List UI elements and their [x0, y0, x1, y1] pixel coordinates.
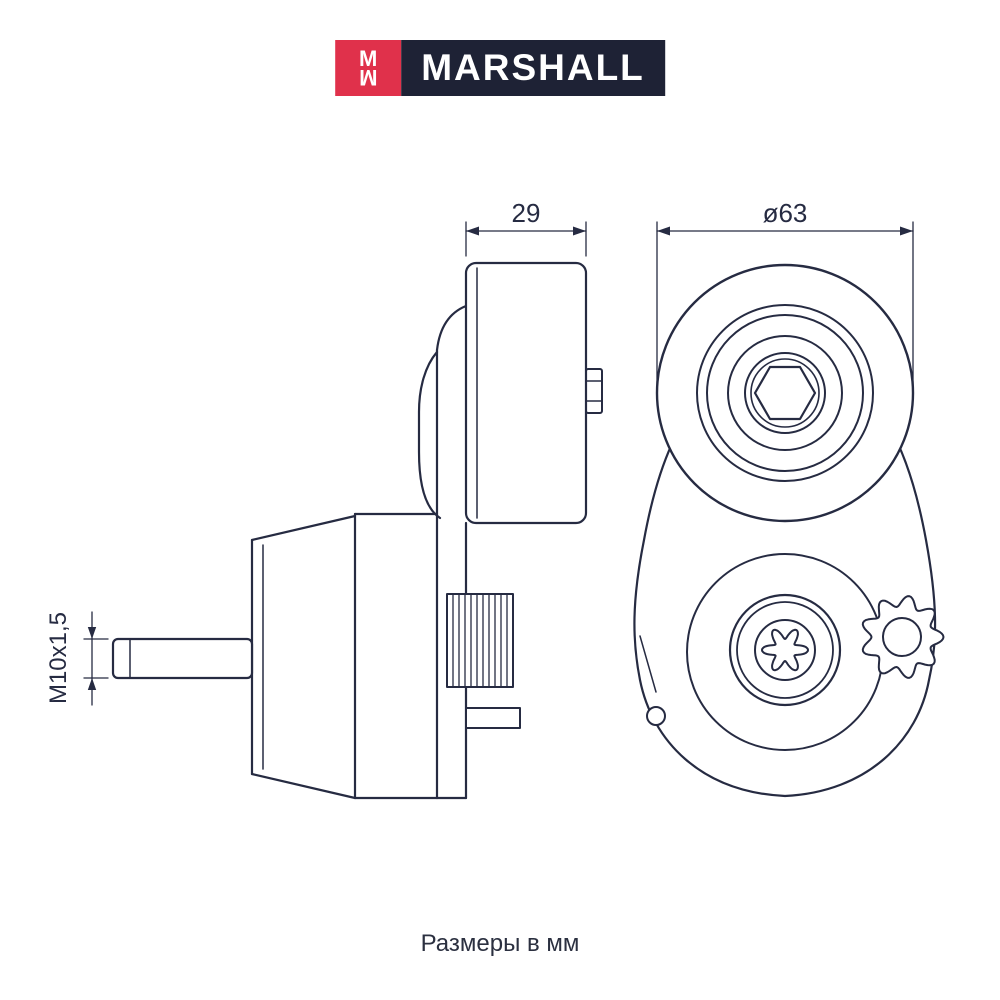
- dim-thread-label: M10x1,5: [45, 612, 72, 704]
- units-caption: Размеры в мм: [420, 930, 580, 957]
- arrow-right-icon: [573, 226, 586, 236]
- cone-bottom: [250, 772, 357, 800]
- tensioner-arm-curve: [417, 350, 442, 520]
- dim-diameter-63: ø63: [656, 198, 914, 389]
- brand-logo: M M MARSHALL: [335, 40, 665, 96]
- front-view: [633, 263, 945, 798]
- dim-width-29: 29: [465, 198, 587, 257]
- arrow-left-icon: [466, 226, 479, 236]
- side-view: [111, 261, 603, 800]
- cone-top: [250, 514, 357, 542]
- brand-logo-mark-icon: M M: [335, 40, 402, 96]
- arrow-up-icon: [87, 678, 97, 690]
- brand-name: MARSHALL: [401, 40, 665, 96]
- adjuster-knob: [861, 595, 945, 679]
- mounting-tab: [465, 707, 521, 729]
- dim-width-label: 29: [512, 198, 541, 228]
- pulley-side-outline: [464, 261, 588, 525]
- small-hole: [646, 706, 666, 726]
- dim-diameter-label: ø63: [763, 198, 808, 228]
- torx-screw-icon: [761, 628, 809, 672]
- arrow-right-icon: [900, 226, 913, 236]
- bracket-top-curve: [435, 304, 468, 352]
- knurled-boss: [446, 593, 514, 688]
- hex-bolt-icon: [753, 365, 817, 421]
- dim-thread-m10: M10x1,5: [45, 611, 109, 706]
- bolt-stub: [585, 368, 603, 414]
- threaded-shaft: [111, 637, 254, 680]
- arrow-down-icon: [87, 627, 97, 639]
- arrow-left-icon: [657, 226, 670, 236]
- logo-mark-letter-top: M: [359, 46, 378, 71]
- pulley-front-circle: [655, 263, 915, 523]
